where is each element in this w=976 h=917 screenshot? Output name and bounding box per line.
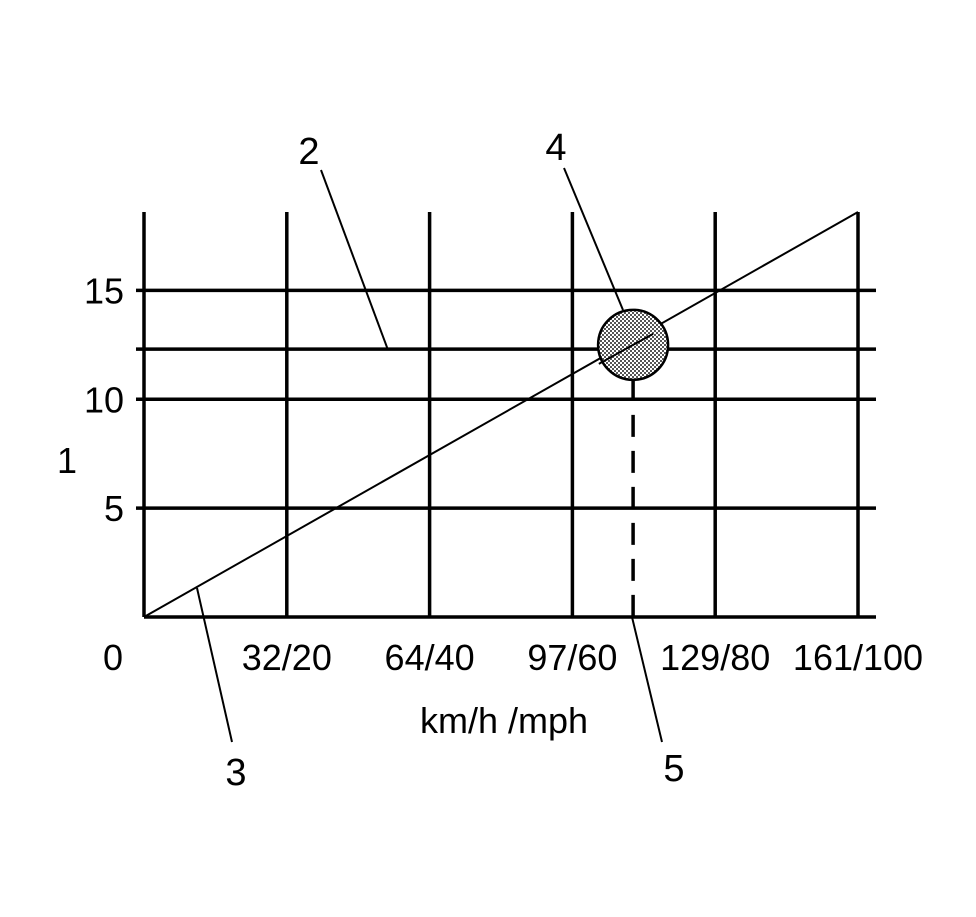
y-tick-label-1: 10 [84, 379, 124, 420]
callout-label-4: 4 [545, 127, 566, 169]
callout-label-2: 2 [298, 131, 319, 173]
x-tick-label-4: 129/80 [660, 637, 770, 678]
series-line-0 [143, 211, 859, 618]
grid-lines [136, 212, 876, 619]
callout-label-3: 3 [225, 752, 246, 794]
x-tick-label-3: 97/60 [527, 637, 617, 678]
y-tick-label-0: 5 [104, 488, 124, 529]
marker-layer [596, 308, 670, 382]
callout-label-5: 5 [663, 748, 684, 790]
x-tick-label-1: 32/20 [242, 637, 332, 678]
x-tick-label-2: 64/40 [385, 637, 475, 678]
leader-line-4 [563, 167, 624, 311]
series-line-through-marker [598, 332, 654, 365]
series-layer [143, 211, 859, 618]
x-axis-label: km/h /mph [420, 700, 588, 741]
leader-layer [196, 167, 663, 743]
y-axis-label: 1 [57, 440, 77, 481]
x-tick-label-5: 161/100 [793, 637, 923, 678]
leader-line-5 [631, 616, 663, 743]
y-tick-label-2: 15 [84, 270, 124, 311]
x-tick-label-0: 0 [103, 637, 123, 678]
leader-line-3 [196, 587, 233, 743]
leader-line-2 [320, 169, 389, 351]
y-tick-labels: 5 10 15 [84, 270, 124, 529]
x-tick-labels: 0 32/20 64/40 97/60 129/80 161/100 [103, 637, 923, 678]
